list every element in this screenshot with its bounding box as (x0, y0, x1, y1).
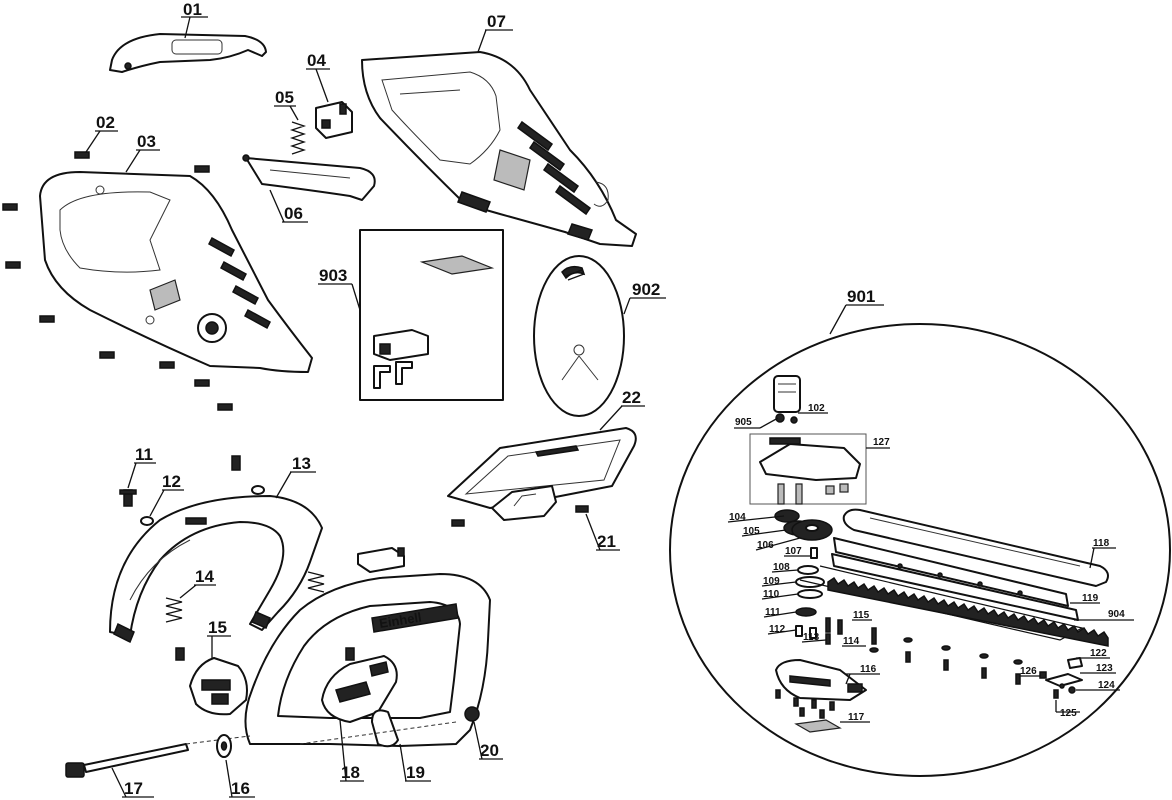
label-21: 21 (597, 532, 616, 551)
label-902: 902 (632, 280, 660, 299)
label-903: 903 (319, 266, 347, 285)
part-05-spring (289, 121, 307, 155)
part-15-locking-knob (175, 647, 248, 716)
label-119: 119 (1082, 593, 1099, 604)
label-13: 13 (292, 454, 311, 473)
label-04: 04 (307, 51, 326, 70)
label-03: 03 (137, 132, 156, 151)
label-20: 20 (480, 741, 499, 760)
part-118-blade-bar (842, 508, 1109, 587)
label-118: 118 (1093, 538, 1110, 549)
label-15: 15 (208, 618, 227, 637)
label-104: 104 (729, 512, 746, 523)
label-126: 126 (1020, 666, 1037, 677)
part-18-handle-insert (321, 647, 399, 748)
label-105: 105 (743, 526, 760, 537)
brand-logo-text: Einhell (378, 609, 422, 630)
part-21-screws (451, 505, 589, 527)
label-16: 16 (231, 779, 250, 798)
part-02-screws (2, 151, 233, 411)
label-117: 117 (848, 712, 865, 723)
part-107-pin (810, 547, 818, 559)
label-108: 108 (773, 562, 790, 573)
part-01-top-cover (109, 33, 267, 73)
label-110: 110 (763, 589, 780, 600)
part-06-trigger-lever (242, 154, 376, 201)
label-18: 18 (341, 763, 360, 782)
part-127-gearbox (749, 433, 867, 505)
part-16-washer (216, 734, 232, 758)
part-small-switch (357, 547, 405, 573)
part-blade-bolts (903, 637, 1023, 685)
part-14-spring (165, 571, 325, 623)
label-02: 02 (96, 113, 115, 132)
label-905: 905 (735, 417, 752, 428)
label-12: 12 (162, 472, 181, 491)
label-102: 102 (808, 403, 825, 414)
label-22: 22 (622, 388, 641, 407)
part-104-106-gears (774, 509, 833, 541)
part-13-front-handle-cover (109, 495, 323, 644)
part-07-right-housing (361, 51, 637, 247)
part-11-screw (119, 455, 241, 507)
part-102-motor (773, 375, 801, 424)
part-117-pad (794, 719, 842, 733)
label-11: 11 (135, 445, 153, 464)
part-20-nut (299, 706, 480, 745)
label-115: 115 (853, 610, 870, 621)
label-106: 106 (757, 540, 774, 551)
part-116-lower-plate (775, 659, 867, 719)
label-901: 901 (847, 287, 875, 306)
part-17-bolt (65, 735, 251, 778)
label-114: 114 (843, 636, 860, 647)
part-901-blade-assembly-detail (669, 323, 1171, 777)
label-113: 113 (803, 632, 820, 643)
label-111: 111 (765, 607, 781, 618)
label-05: 05 (275, 88, 294, 107)
part-04-switch (315, 101, 353, 139)
part-12-washer (140, 485, 265, 526)
part-902-oval-kit (533, 255, 625, 417)
label-01: 01 (183, 0, 202, 19)
part-903-kit-box (359, 229, 504, 401)
part-22-blade-guard (447, 427, 637, 521)
part-122-126-small-parts (1039, 657, 1083, 699)
label-107: 107 (785, 546, 802, 557)
label-19: 19 (406, 763, 425, 782)
label-14: 14 (195, 567, 214, 586)
label-125: 125 (1060, 708, 1077, 719)
part-111-113-hardware (795, 607, 843, 645)
label-904: 904 (1108, 609, 1125, 620)
label-127: 127 (873, 437, 890, 448)
label-123: 123 (1096, 663, 1113, 674)
label-06: 06 (284, 204, 303, 223)
label-109: 109 (763, 576, 780, 587)
label-124: 124 (1098, 680, 1115, 691)
label-17: 17 (124, 779, 143, 798)
part-114-115-hardware (869, 627, 879, 653)
part-904-blade-set (799, 565, 1109, 647)
label-122: 122 (1090, 648, 1107, 659)
label-07: 07 (487, 12, 506, 31)
part-03-left-housing (39, 171, 313, 373)
label-116: 116 (860, 664, 877, 675)
label-112: 112 (769, 624, 786, 635)
